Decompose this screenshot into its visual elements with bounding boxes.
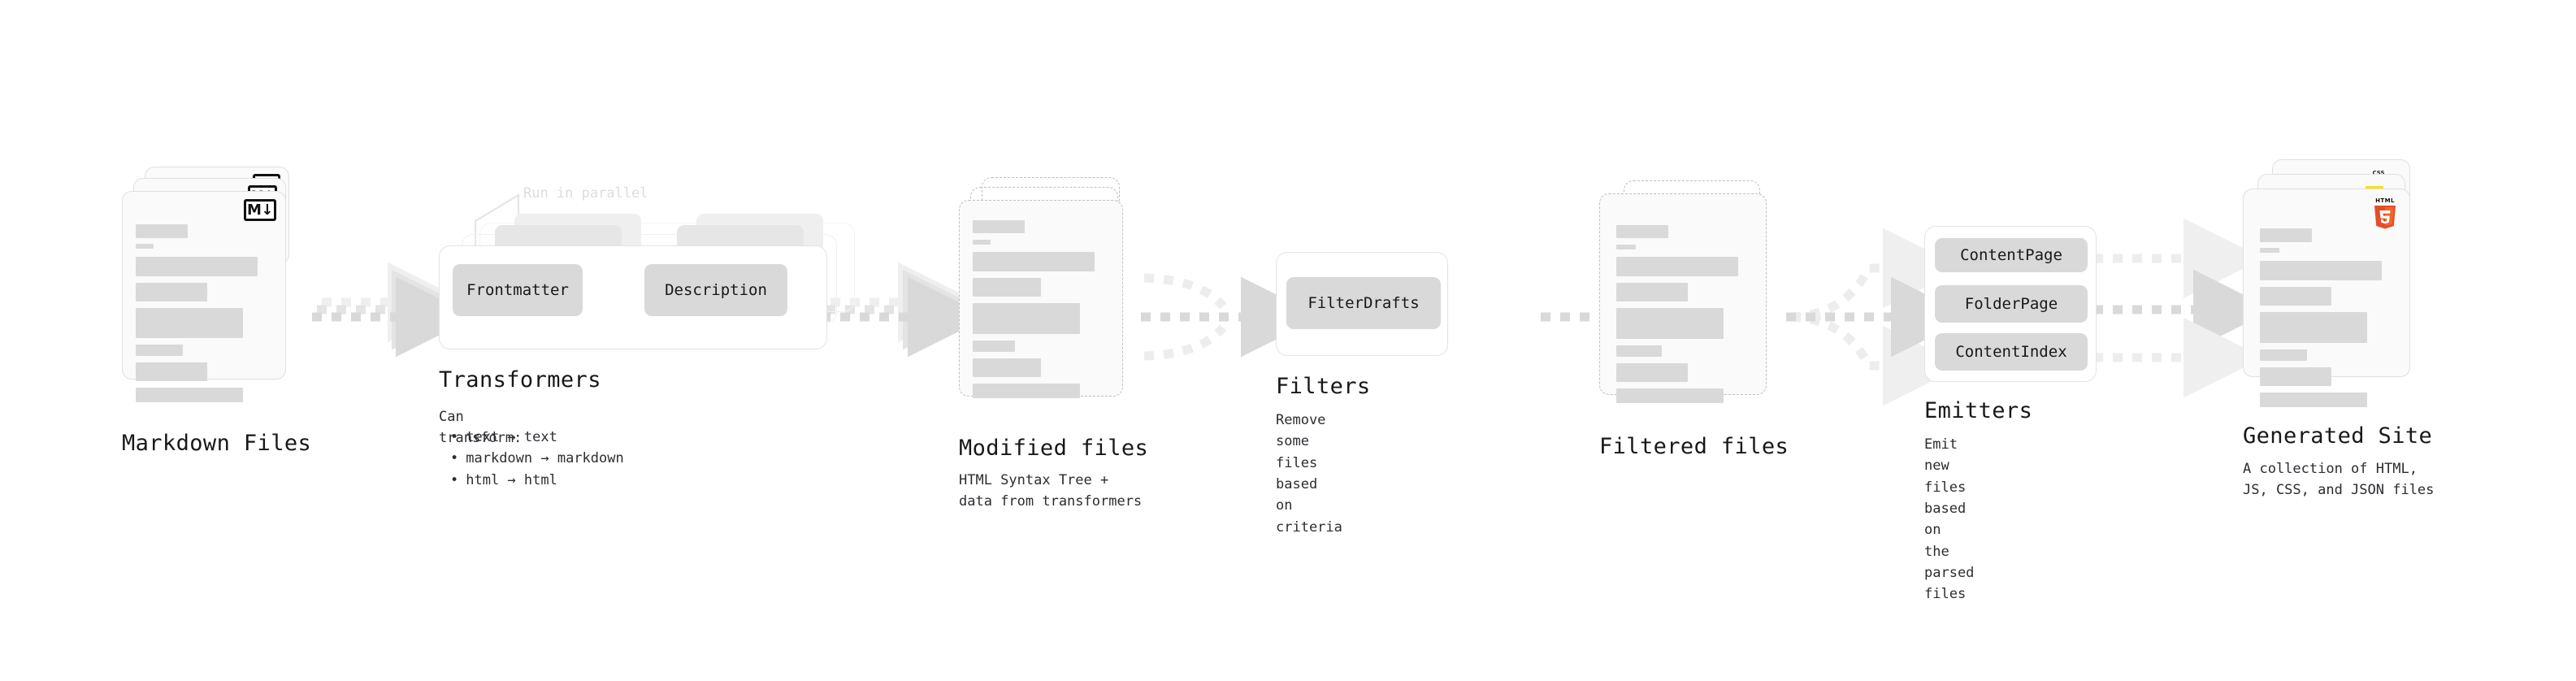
skeleton-line: [2260, 261, 2382, 280]
skeleton-line: [2260, 228, 2312, 242]
skeleton-line: [136, 308, 243, 338]
filtered-card-front: [1599, 193, 1767, 403]
modified-card-front: [959, 200, 1123, 398]
skeleton-line: [1616, 345, 1662, 357]
transform-item: text → text: [450, 427, 624, 448]
site-card-front: HTML: [2243, 189, 2410, 407]
filter-chip-filterdrafts[interactable]: FilterDrafts: [1286, 277, 1441, 329]
svg-text:HTML: HTML: [2375, 197, 2395, 204]
skeleton-line: [136, 362, 207, 381]
transform-item: markdown → markdown: [450, 448, 623, 469]
skeleton-line: [973, 240, 991, 245]
skeleton-line: [973, 252, 1095, 271]
skeleton-line: [2260, 349, 2307, 361]
emitters-group-box[interactable]: ContentPage FolderPage ContentIndex: [1924, 226, 2097, 382]
skeleton-line: [973, 303, 1080, 334]
filtered-card-stack: [1599, 180, 1794, 416]
stage-title-filtered-files: Filtered files: [1599, 434, 1789, 459]
skeleton-line: [973, 340, 1015, 352]
arrow-modified-to-filters: [1141, 273, 1321, 361]
modified-files-desc: HTML Syntax Tree + data from transformer…: [959, 472, 1143, 510]
skeleton-line: [2260, 312, 2367, 343]
stage-title-filters: Filters: [1276, 374, 1371, 399]
skeleton-line: [1616, 283, 1688, 301]
modified-card-stack: [959, 177, 1154, 413]
skeleton-line: [1616, 225, 1668, 238]
skeleton-line: [1616, 388, 1724, 403]
filters-desc: Remove some files based on criteria: [1276, 412, 1342, 536]
arrow-markdown-to-transformers: [312, 262, 476, 358]
stage-filtered-files: Filtered files: [1599, 180, 1794, 459]
skeleton-line: [136, 257, 258, 276]
skeleton-line: [2260, 367, 2331, 386]
emitter-chip-folderpage[interactable]: FolderPage: [1935, 285, 2088, 323]
site-card-stack: CSS JS HTML: [2243, 159, 2446, 407]
markdown-icon: M↓: [244, 199, 276, 221]
stage-title-markdown-files: Markdown Files: [122, 431, 312, 456]
stage-title-transformers: Transformers: [439, 367, 601, 393]
skeleton-line: [136, 224, 188, 238]
stage-title-generated-site: Generated Site: [2243, 423, 2433, 449]
emitters-desc: Emit new files based on the parsed files: [1924, 436, 1975, 603]
markdown-card-stack: M↓ M↓ M↓: [122, 167, 325, 410]
skeleton-line: [2260, 287, 2331, 306]
arrow-filtered-to-emitters: [1786, 228, 1971, 406]
skeleton-line: [1616, 245, 1636, 249]
skeleton-line: [136, 345, 183, 356]
html5-icon: HTML: [2371, 196, 2399, 229]
stage-modified-files: Modified files HTML Syntax Tree + data f…: [959, 177, 1154, 510]
transformer-chip-description[interactable]: Description: [644, 264, 787, 316]
skeleton-line: [1616, 363, 1688, 382]
stage-title-emitters: Emitters: [1924, 398, 2033, 423]
skeleton-line: [973, 220, 1025, 233]
skeleton-line: [136, 388, 243, 402]
emitter-chip-contentpage[interactable]: ContentPage: [1935, 238, 2088, 272]
skeleton-line: [1616, 257, 1738, 276]
skeleton-line: [973, 384, 1080, 398]
generated-site-desc: A collection of HTML, JS, CSS, and JSON …: [2243, 461, 2435, 499]
transform-item: html → html: [450, 470, 624, 491]
transform-capability-list: text → text markdown → markdown html → h…: [439, 427, 624, 491]
stage-markdown-files: M↓ M↓ M↓ Markdown Files: [122, 167, 325, 456]
filters-group-box[interactable]: FilterDrafts: [1276, 252, 1448, 356]
skeleton-line: [973, 278, 1041, 297]
skeleton-line: [2260, 248, 2279, 253]
transformer-chip-frontmatter[interactable]: Frontmatter: [453, 264, 583, 316]
markdown-card-front: M↓: [122, 191, 286, 402]
run-in-parallel-label: Run in parallel: [523, 185, 648, 202]
css-badge-label: CSS: [2372, 170, 2385, 176]
emitter-chip-contentindex[interactable]: ContentIndex: [1935, 333, 2088, 371]
skeleton-line: [2260, 393, 2367, 407]
arrow-emitters-to-site: [2093, 218, 2274, 398]
skeleton-line: [973, 358, 1041, 377]
skeleton-line: [1616, 308, 1724, 339]
skeleton-line: [136, 244, 154, 249]
stage-generated-site: CSS JS HTML: [2243, 159, 2446, 498]
stage-title-modified-files: Modified files: [959, 436, 1149, 461]
transformers-group-front[interactable]: Frontmatter Description: [439, 245, 827, 349]
skeleton-line: [136, 283, 207, 301]
